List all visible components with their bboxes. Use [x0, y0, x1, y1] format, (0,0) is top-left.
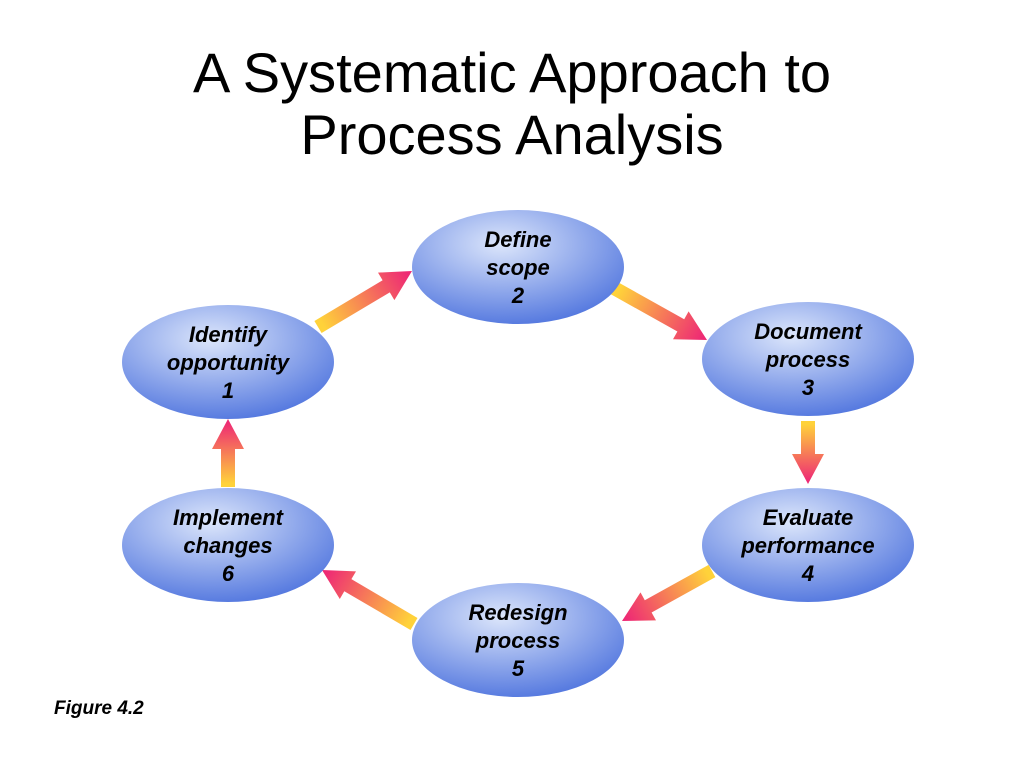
step-evaluate-label-2: performance [740, 533, 874, 558]
process-steps: Identify opportunity 1 Define scope 2Document… [122, 210, 914, 697]
step-redesign-label-2: process [475, 628, 560, 653]
step-redesign: Redesign process 5 [412, 583, 624, 697]
step-evaluate-ellipse [702, 488, 914, 602]
step-identify-ellipse [122, 305, 334, 419]
flow-arrows [212, 271, 824, 630]
arrow-document-to-evaluate [792, 421, 824, 484]
title-line-2: Process Analysis [300, 103, 724, 166]
step-evaluate: Evaluate performance 4 [702, 488, 914, 602]
step-define-label-3: 2 [511, 283, 525, 308]
step-define-label-2: scope [486, 255, 550, 280]
step-define-ellipse [412, 210, 624, 324]
step-identify-label-3: 1 [222, 378, 234, 403]
page-title: A Systematic Approach to Process Analysi… [0, 42, 1024, 166]
arrow-define-to-document [610, 281, 707, 340]
step-redesign-label-1: Redesign [468, 600, 567, 625]
step-identify: Identify opportunity 1 [122, 305, 334, 419]
step-redesign-label-3: 5 [512, 656, 525, 681]
step-evaluate-label-1: Evaluate [763, 505, 854, 530]
arrow-implement-to-identify [212, 419, 244, 487]
step-redesign-ellipse [412, 583, 624, 697]
step-define: Define scope 2 [412, 210, 624, 324]
arrow-redesign-to-implement [322, 570, 418, 630]
step-identify-label-1: Identify [189, 322, 269, 347]
step-document-label-2: process [765, 347, 850, 372]
step-document: Document process 3 [702, 302, 914, 416]
title-line-1: A Systematic Approach to [192, 41, 832, 104]
step-implement-label-2: changes [183, 533, 272, 558]
arrow-identify-to-define [314, 271, 412, 333]
step-define-label-1: Define [484, 227, 551, 252]
arrow-evaluate-to-redesign [622, 564, 716, 621]
step-evaluate-label-3: 4 [801, 561, 814, 586]
step-implement-label-3: 6 [222, 561, 235, 586]
step-identify-label-2: opportunity [167, 350, 291, 375]
step-document-label-3: 3 [802, 375, 814, 400]
step-implement: Implement changes 6 [122, 488, 334, 602]
step-implement-label-1: Implement [173, 505, 285, 530]
figure-caption: Figure 4.2 [54, 698, 144, 719]
step-implement-ellipse [122, 488, 334, 602]
step-document-ellipse [702, 302, 914, 416]
step-document-label-1: Document [754, 319, 863, 344]
